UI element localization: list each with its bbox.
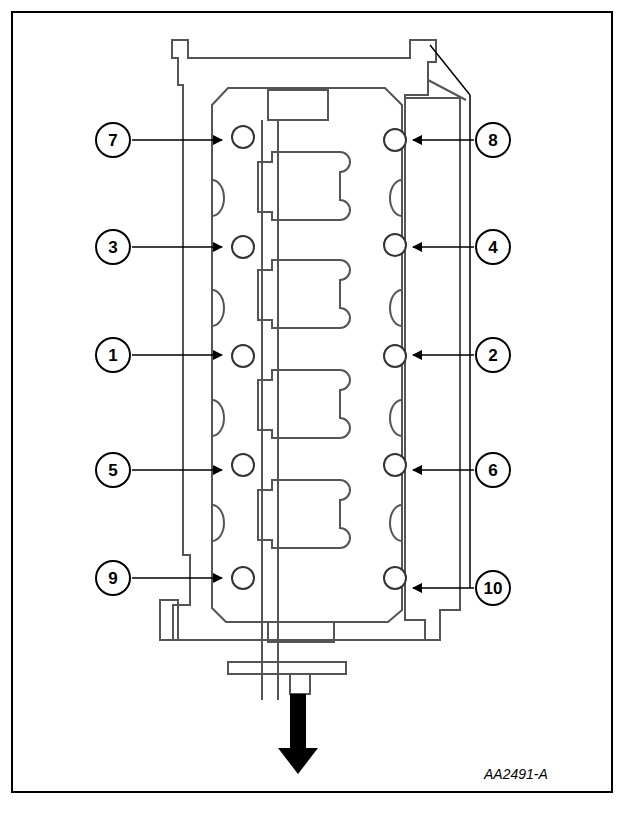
callout-text: 1 xyxy=(108,347,117,364)
callout-number: 3 xyxy=(95,229,131,265)
callout-text: 8 xyxy=(488,132,497,149)
callout-number: 2 xyxy=(475,337,511,373)
callout-text: 9 xyxy=(108,570,117,587)
callout-number: 6 xyxy=(475,452,511,488)
callout-text: 5 xyxy=(108,462,117,479)
callout-text: 2 xyxy=(488,347,497,364)
callout-number: 1 xyxy=(95,337,131,373)
callout-number: 5 xyxy=(95,452,131,488)
callout-number: 7 xyxy=(95,122,131,158)
callout-number: 4 xyxy=(475,229,511,265)
callout-text: 7 xyxy=(108,132,117,149)
callout-number: 9 xyxy=(95,560,131,596)
callout-text: 6 xyxy=(488,462,497,479)
callout-text: 4 xyxy=(488,239,497,256)
callout-text: 3 xyxy=(108,239,117,256)
callout-number: 8 xyxy=(475,122,511,158)
figure-code: AA2491-A xyxy=(484,766,548,782)
callout-text: 10 xyxy=(484,580,503,597)
callout-number: 10 xyxy=(475,570,511,606)
